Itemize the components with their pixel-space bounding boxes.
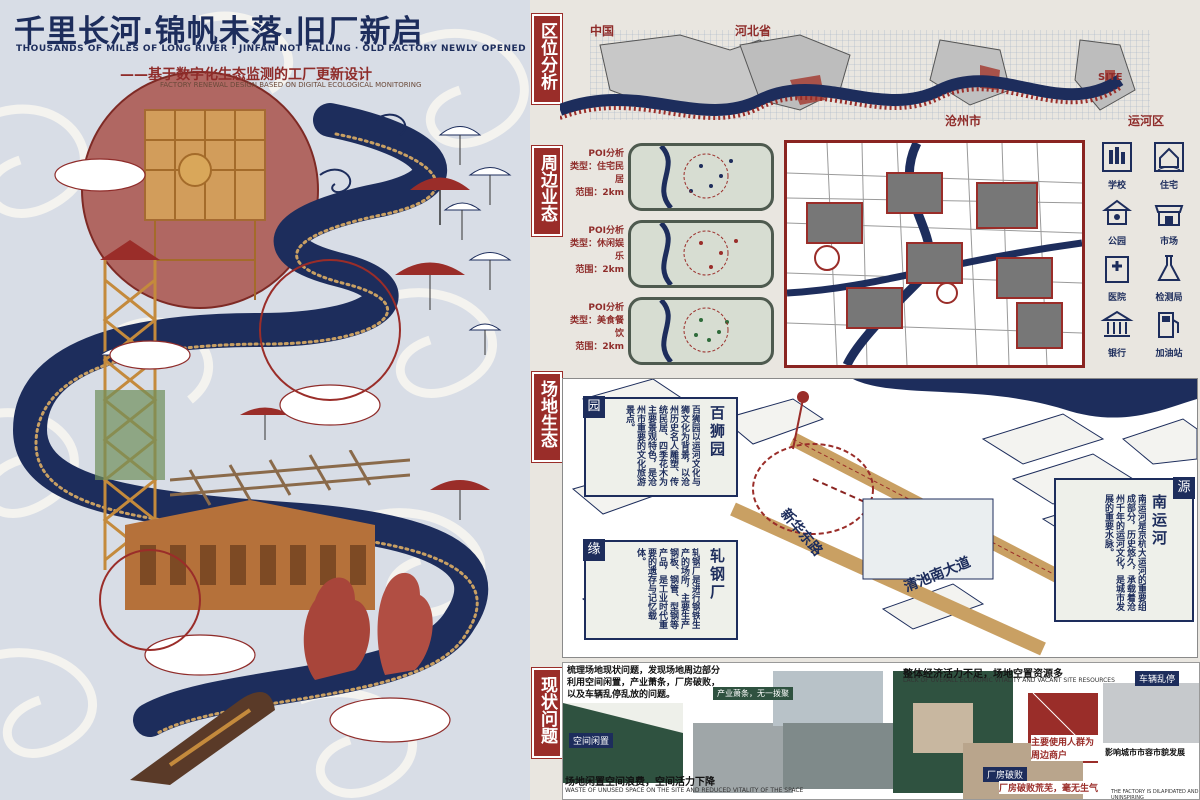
problem-tag-idle: 空间闲置 [569,733,614,748]
poi-title-1: POI分析 [588,149,624,159]
facility-park: 公园 [1092,196,1142,250]
card-garden-tag: 园 [583,396,605,418]
park-icon [1102,199,1132,225]
problem-factory-ruin-en: THE FACTORY IS DILAPIDATED AND UNINSPIRI… [1111,789,1199,800]
problem-tag-parking: 车辆乱停 [1135,671,1180,686]
section-ecology-label: 场地生态 [537,380,557,448]
facility-lab-label: 检测局 [1155,293,1183,303]
lab-icon [1157,255,1181,281]
street-map [784,140,1085,368]
lattice-tower [95,240,165,570]
card-source-tag: 源 [1173,477,1195,499]
section-surroundings-title: 周边业态 [531,145,563,237]
wooden-pavilion [144,109,266,300]
card-source-desc: 南运河是京杭大运河的重要组成部分，历史悠久，承载着沧州千年的运河文化，是城市发展… [1103,494,1146,611]
problem-users: 主要使用人群为周边商户 [1031,735,1099,761]
facility-legend: 学校 住宅 公园 市场 医院 检测局 银行 加油站 [1090,140,1198,362]
facility-hospital-label: 医院 [1107,293,1126,303]
poi-title-3: POI分析 [588,303,624,313]
label-china: 中国 [590,24,615,38]
problem-survey: 梳理场地现状问题，发现场地周边部分利用空间闲置，产业萧条，厂房破败，以及车辆乱停… [567,666,721,700]
fuel-icon [1158,312,1179,338]
poi-title-2: POI分析 [588,226,624,236]
section-location-title: 区位分析 [531,13,563,105]
poi-type-1: 类型：住宅民居 [569,162,624,185]
section-problems-title: 现状问题 [531,667,563,759]
poi-label-1: POI分析 类型：住宅民居 范围：2km [562,148,624,200]
card-rolling-tag: 缘 [583,539,605,561]
poster-illustration: 千里长河·锦帆未落·旧厂新启 THOUSANDS OF MILES OF LON… [0,0,530,800]
boat [130,692,275,785]
problem-tag-ruin: 厂房破败 [983,767,1028,782]
card-garden-title: 百狮园 [708,405,726,459]
section-problems-label: 现状问题 [537,676,557,744]
poi-label-2: POI分析 类型：休闲娱乐 范围：2km [562,225,624,277]
facility-bank: 银行 [1092,308,1142,362]
card-garden: 园 百狮园 百狮园以运河文化与狮文化为背景，以沧州历史名人雕塑、传统民居、四季花… [583,396,738,497]
section-surroundings-label: 周边业态 [537,154,557,222]
facility-bank-label: 银行 [1107,349,1126,359]
label-site: SITE [1098,72,1123,83]
card-garden-desc: 百狮园以运河文化与狮文化为背景，以沧州历史名人雕塑、传统民居、四季花木为主要景观… [624,405,700,486]
facility-park-label: 公园 [1107,237,1126,247]
card-rolling-desc: 轧钢厂是进行钢铁生产的场所，主要生产钢板、钢管、型钢等产品，是工业时代重要的遗存… [635,548,700,629]
facility-market: 市场 [1144,196,1194,250]
problem-economy: 整体经济活力不足，场地空置资源多 [903,669,1063,680]
location-maps [560,30,1150,120]
problems-panel: 梳理场地现状问题，发现场地周边部分利用空间闲置，产业萧条，厂房破败，以及车辆乱停… [562,662,1200,800]
facility-lab: 检测局 [1144,252,1194,306]
facility-market-label: 市场 [1159,237,1178,247]
facility-school: 学校 [1092,140,1142,194]
facility-fuel: 加油站 [1144,308,1194,362]
problem-space-waste-en: WASTE OF UNUSED SPACE ON THE SITE AND RE… [565,787,804,794]
facility-hospital: 医院 [1092,252,1142,306]
poi-type-3: 类型：美食餐饮 [569,316,624,339]
factory-building [125,500,375,610]
hospital-icon [1105,256,1129,283]
problem-city-image: 影响城市市容市貌发展 [1105,748,1185,757]
facility-house: 住宅 [1144,140,1194,194]
card-south-canal: 源 南运河 南运河是京杭大运河的重要组成部分，历史悠久，承载着沧州千年的运河文化… [1054,477,1195,622]
poster-subtitle-en: THOUSANDS OF MILES OF LONG RIVER · JINFA… [16,44,527,54]
school-icon [1102,142,1132,172]
pergola [170,450,410,506]
poi-range-1: 范围：2km [575,188,624,198]
poi-type-2: 类型：休闲娱乐 [569,239,624,262]
card-rolling-title: 轧钢厂 [708,548,726,602]
figures-silhouette [303,572,433,680]
bank-icon [1100,310,1134,337]
poi-range-2: 范围：2km [575,265,624,275]
label-hebei: 河北省 [735,24,772,38]
winding-river [12,103,489,737]
poster-subtitle-en2: FACTORY RENEWAL DESIGN BASED ON DIGITAL … [160,81,422,89]
problem-factory-ruin: 厂房破败荒芜，毫无生气 [999,781,1099,794]
label-cangzhou: 沧州市 [945,114,982,128]
poi-map-food [628,297,774,365]
poster-subtitle-cn: ——基于数字化生态监测的工厂更新设计 [120,67,372,83]
section-ecology-title: 场地生态 [531,371,563,463]
poi-range-3: 范围：2km [575,342,624,352]
poi-map-residential [628,143,774,211]
facility-fuel-label: 加油站 [1155,349,1183,359]
facility-house-label: 住宅 [1159,181,1178,191]
market-icon [1154,205,1184,226]
section-location-label: 区位分析 [537,22,557,90]
poi-map-leisure [628,220,774,288]
poster-title: 千里长河·锦帆未落·旧厂新启 [14,14,424,50]
problem-economy-en: LACK OF OVERALL ECONOMIC VITALITY AND VA… [903,677,1115,684]
problem-tag-industry: 产业萧条，无一拨聚 [713,687,793,700]
problem-space-waste: 场地闲置空间浪费，空间活力下降 [565,777,715,788]
poi-label-3: POI分析 类型：美食餐饮 范围：2km [562,302,624,354]
label-yunhe: 运河区 [1128,114,1165,128]
facility-school-label: 学校 [1107,181,1126,191]
card-source-title: 南运河 [1150,494,1168,548]
card-rolling-mill: 缘 轧钢厂 轧钢厂是进行钢铁生产的场所，主要生产钢板、钢管、型钢等产品，是工业时… [583,539,738,640]
circle-rings [99,259,401,651]
house-icon [1154,142,1184,172]
